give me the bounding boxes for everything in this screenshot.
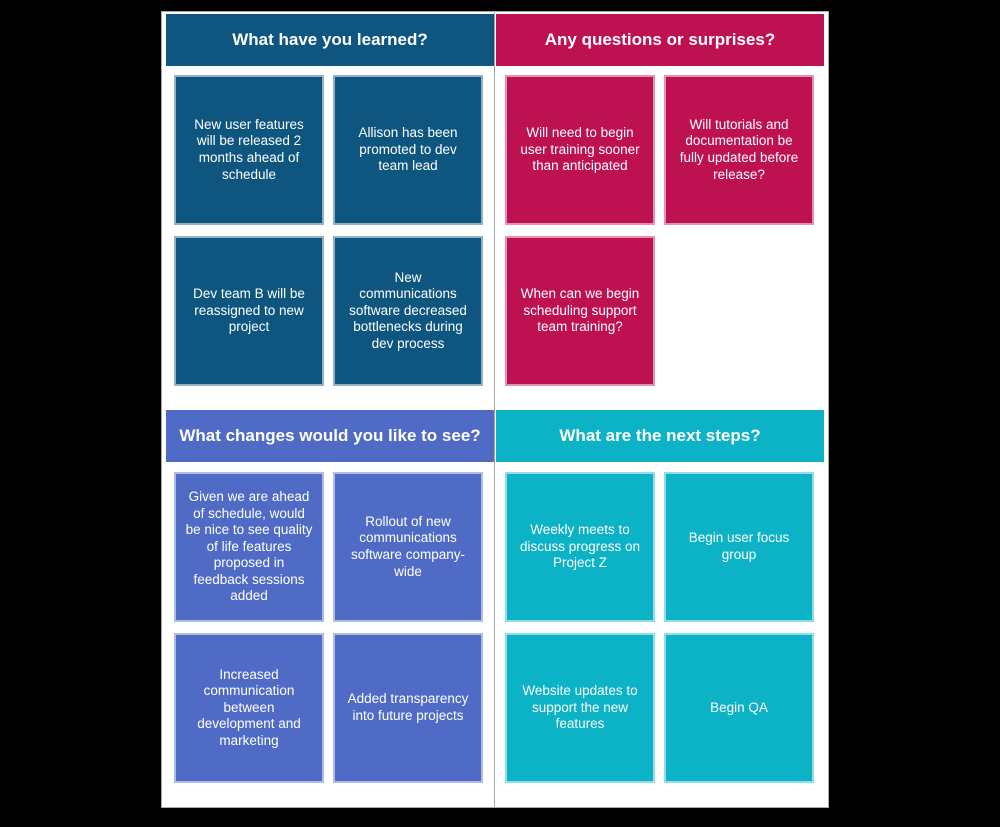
quadrant-learned-cards: New user features will be released 2 mon…	[162, 66, 494, 386]
quadrant-next-steps: What are the next steps? Weekly meets to…	[495, 408, 827, 807]
sticky-note: Rollout of new communications software c…	[333, 472, 483, 622]
sticky-note: Will need to begin user training sooner …	[505, 75, 655, 225]
sticky-note: When can we begin scheduling support tea…	[505, 236, 655, 386]
sticky-note: Weekly meets to discuss progress on Proj…	[505, 472, 655, 622]
sticky-note-text: Given we are ahead of schedule, would be…	[185, 488, 313, 604]
sticky-note-text: When can we begin scheduling support tea…	[520, 286, 640, 335]
sticky-note: Begin QA	[664, 633, 814, 783]
board-column-left: What have you learned? New user features…	[162, 12, 494, 807]
sticky-note-text: Begin QA	[710, 699, 768, 715]
quadrant-changes-title: What changes would you like to see?	[179, 426, 481, 445]
sticky-note-text: Allison has been promoted to dev team le…	[358, 125, 458, 174]
sticky-note: Will tutorials and documentation be full…	[664, 75, 814, 225]
quadrant-learned: What have you learned? New user features…	[162, 12, 494, 408]
sticky-note: Dev team B will be reassigned to new pro…	[174, 236, 324, 386]
quadrant-changes-header: What changes would you like to see?	[166, 410, 494, 462]
sticky-note-text: New user features will be released 2 mon…	[194, 116, 304, 182]
quadrant-next-steps-title: What are the next steps?	[559, 426, 761, 445]
sticky-note: Allison has been promoted to dev team le…	[333, 75, 483, 225]
quadrant-questions-cards: Will need to begin user training sooner …	[495, 66, 827, 386]
sticky-note: New communications software decreased bo…	[333, 236, 483, 386]
sticky-note-text: New communications software decreased bo…	[349, 269, 467, 351]
board-column-right: Any questions or surprises? Will need to…	[495, 12, 827, 807]
sticky-note: Given we are ahead of schedule, would be…	[174, 472, 324, 622]
sticky-note: Website updates to support the new featu…	[505, 633, 655, 783]
sticky-note: Increased communication between developm…	[174, 633, 324, 783]
quadrant-learned-title: What have you learned?	[232, 30, 428, 49]
quadrant-changes-cards: Given we are ahead of schedule, would be…	[162, 462, 494, 783]
sticky-note: Begin user focus group	[664, 472, 814, 622]
sticky-note: Added transparency into future projects	[333, 633, 483, 783]
quadrant-learned-header: What have you learned?	[166, 14, 494, 66]
quadrant-questions-header: Any questions or surprises?	[496, 14, 824, 66]
quadrant-questions: Any questions or surprises? Will need to…	[495, 12, 827, 408]
quadrant-questions-title: Any questions or surprises?	[544, 30, 776, 49]
sticky-note-text: Will need to begin user training sooner …	[520, 125, 640, 174]
sticky-note: New user features will be released 2 mon…	[174, 75, 324, 225]
sticky-note-text: Rollout of new communications software c…	[350, 513, 466, 579]
sticky-note-text: Increased communication between developm…	[197, 666, 301, 748]
sticky-note-text: Weekly meets to discuss progress on Proj…	[519, 522, 641, 571]
quadrant-next-steps-cards: Weekly meets to discuss progress on Proj…	[495, 462, 827, 783]
quadrant-changes: What changes would you like to see? Give…	[162, 408, 494, 807]
sticky-note-text: Added transparency into future projects	[347, 691, 469, 723]
quadrant-next-steps-header: What are the next steps?	[496, 410, 824, 462]
sticky-note-text: Begin user focus group	[688, 530, 790, 562]
column-divider	[494, 12, 495, 807]
sticky-note-text: Will tutorials and documentation be full…	[679, 116, 799, 182]
sticky-note-text: Dev team B will be reassigned to new pro…	[193, 286, 305, 335]
sticky-note-text: Website updates to support the new featu…	[522, 683, 638, 732]
retrospective-board: What have you learned? New user features…	[162, 12, 828, 807]
